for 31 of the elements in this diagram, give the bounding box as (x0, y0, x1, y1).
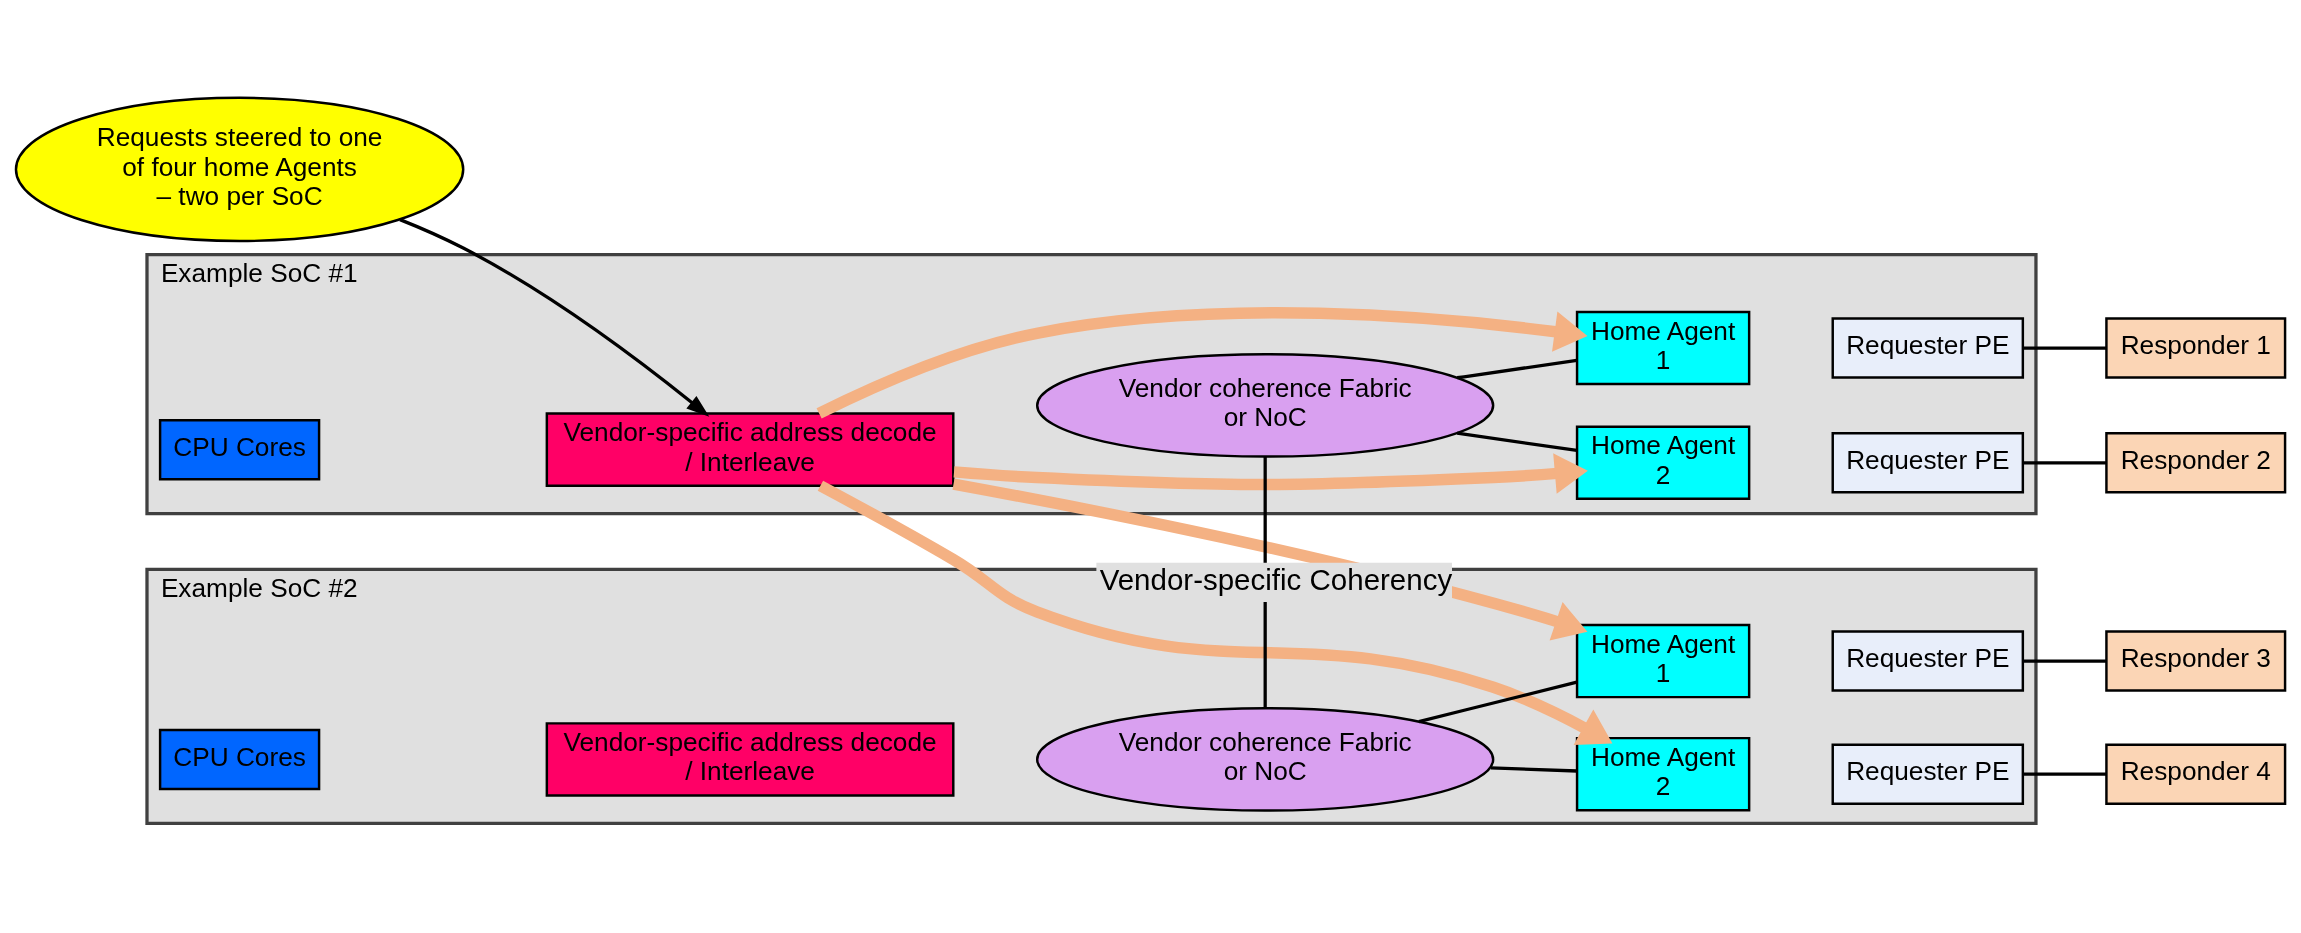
node-box: CPU Cores (158, 728, 321, 790)
node-box: Home Agent 2 (1575, 425, 1751, 500)
node-box: Responder 2 (2105, 431, 2287, 493)
node-box: CPU Cores (158, 418, 321, 480)
node-box: Responder 4 (2105, 742, 2287, 805)
node-box: Requester PE (1831, 431, 2025, 493)
arrow (816, 306, 1588, 419)
node-ellipse: Vendor coherence Fabric or NoC (1035, 352, 1495, 458)
arrow (399, 217, 710, 417)
connector (1456, 358, 1578, 379)
connector (1418, 680, 1578, 723)
connector (1490, 765, 1577, 773)
node-ellipse: Vendor coherence Fabric or NoC (1035, 706, 1495, 812)
node-box: Requester PE (1831, 629, 2025, 692)
node-box: Responder 3 (2105, 629, 2287, 692)
arrow (953, 452, 1588, 494)
node-box: Vendor-specific address decode / Interleave (545, 411, 955, 487)
connector (1456, 430, 1578, 452)
node-box: Requester PE (1831, 316, 2025, 379)
node-box: Requester PE (1831, 742, 2025, 805)
connector (2023, 658, 2107, 663)
node-box: Home Agent 2 (1575, 736, 1751, 811)
connector (2023, 345, 2107, 350)
node-box: Responder 1 (2105, 316, 2287, 379)
node-box: Home Agent 1 (1575, 623, 1751, 698)
arrow (817, 480, 1613, 745)
connector (2023, 772, 2107, 776)
node-ellipse: Requests steered to one of four home Agents – two per SoC (14, 96, 465, 242)
node-box: Vendor-specific address decode / Interleave (545, 721, 955, 797)
connector (2023, 460, 2107, 464)
node-box: Home Agent 1 (1575, 310, 1751, 385)
